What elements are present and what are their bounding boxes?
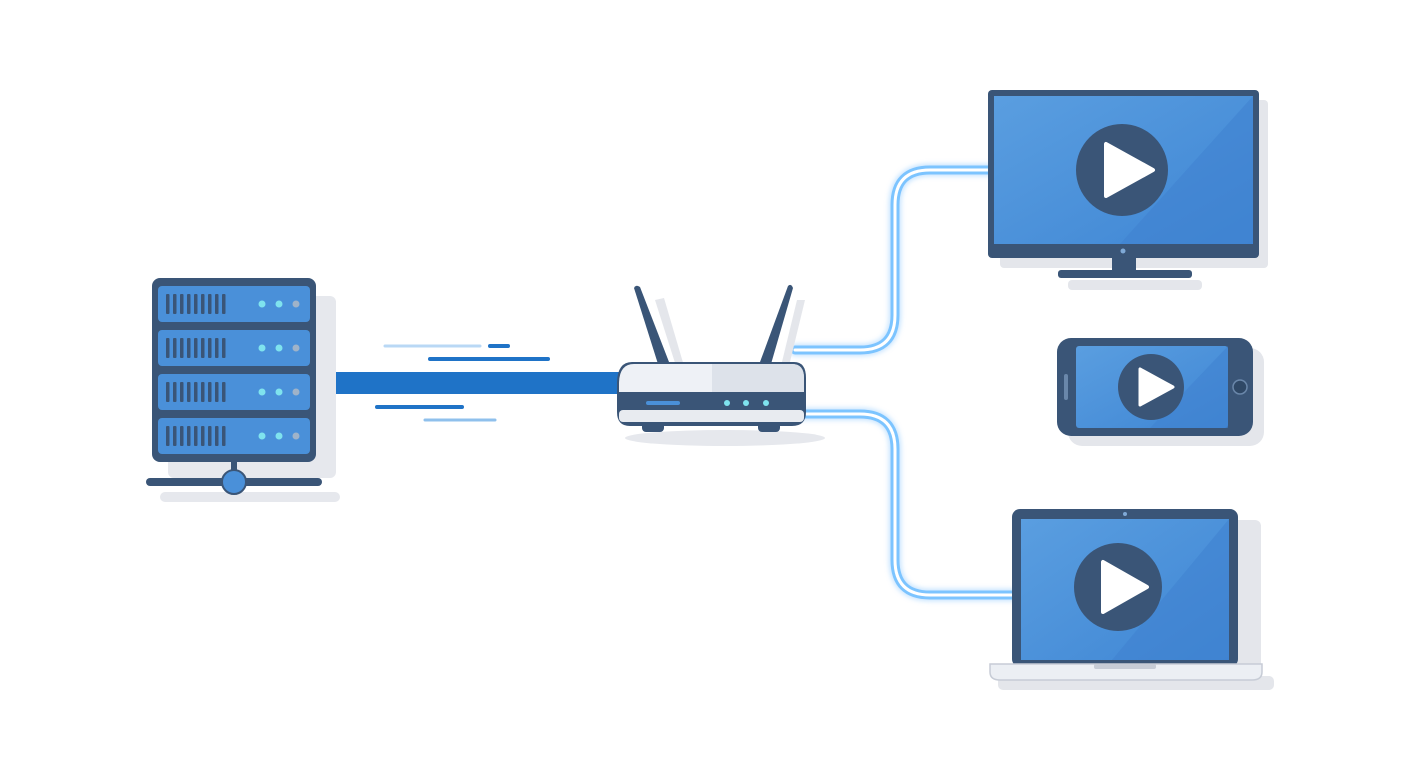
link-server-to-router — [312, 372, 632, 394]
server-led — [275, 300, 283, 308]
server-unit — [158, 418, 310, 454]
server-led — [292, 300, 300, 308]
server-led — [275, 388, 283, 396]
phone-home-button — [1232, 379, 1248, 395]
server-led — [292, 388, 300, 396]
server-led — [292, 344, 300, 352]
server-unit — [158, 374, 310, 410]
router-led — [763, 400, 769, 406]
server-led — [258, 432, 266, 440]
television — [988, 90, 1268, 290]
antenna-left — [634, 285, 669, 364]
server-unit — [158, 286, 310, 322]
tv-stand — [1058, 270, 1192, 278]
motion-lines — [375, 344, 550, 422]
wifi-router — [617, 284, 825, 446]
router-led — [724, 400, 730, 406]
play-icon — [1118, 354, 1184, 420]
router-led — [743, 400, 749, 406]
play-icon — [1074, 543, 1162, 631]
server-led — [292, 432, 300, 440]
server-led — [275, 432, 283, 440]
laptop-camera — [1123, 512, 1127, 516]
server-unit — [158, 330, 310, 366]
server-led — [258, 344, 266, 352]
laptop-base — [989, 663, 1263, 681]
router-status-bar — [646, 401, 680, 405]
server-led — [258, 300, 266, 308]
link-router-to-tv — [790, 165, 1000, 355]
link-router-to-laptop — [795, 409, 1020, 600]
antenna-right — [760, 284, 793, 364]
server-led — [258, 388, 266, 396]
server-led — [275, 344, 283, 352]
smartphone — [1057, 338, 1264, 446]
media-server — [146, 278, 340, 502]
play-icon — [1076, 124, 1168, 216]
laptop — [989, 509, 1274, 690]
